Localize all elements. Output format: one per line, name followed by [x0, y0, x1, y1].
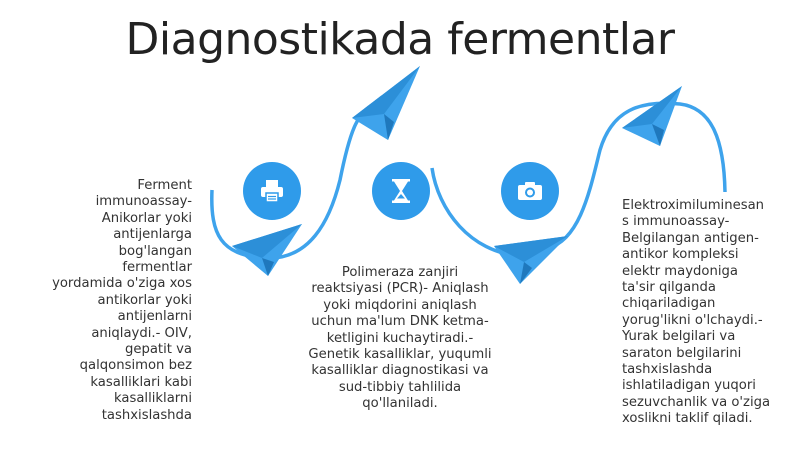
- paper-plane-icon: [622, 86, 682, 146]
- printer-icon: [243, 162, 301, 220]
- paper-plane-icon: [494, 236, 568, 284]
- paper-plane-icon: [352, 66, 420, 140]
- page-title: Diagnostikada fermentlar: [125, 14, 675, 65]
- camera-icon: [501, 162, 559, 220]
- text-block-right: Elektroximiluminesan s immunoassay- Belg…: [622, 198, 771, 427]
- wave-segment-3: [547, 101, 727, 250]
- text-block-middle: Polimeraza zanjiri reaktsiyasi (PCR)- An…: [308, 265, 492, 412]
- hourglass-icon: [372, 162, 430, 220]
- paper-plane-icon: [232, 224, 302, 276]
- text-block-left: Ferment immunoassay- Anikorlar yoki anti…: [52, 178, 192, 423]
- wave-segment-1: [210, 100, 381, 260]
